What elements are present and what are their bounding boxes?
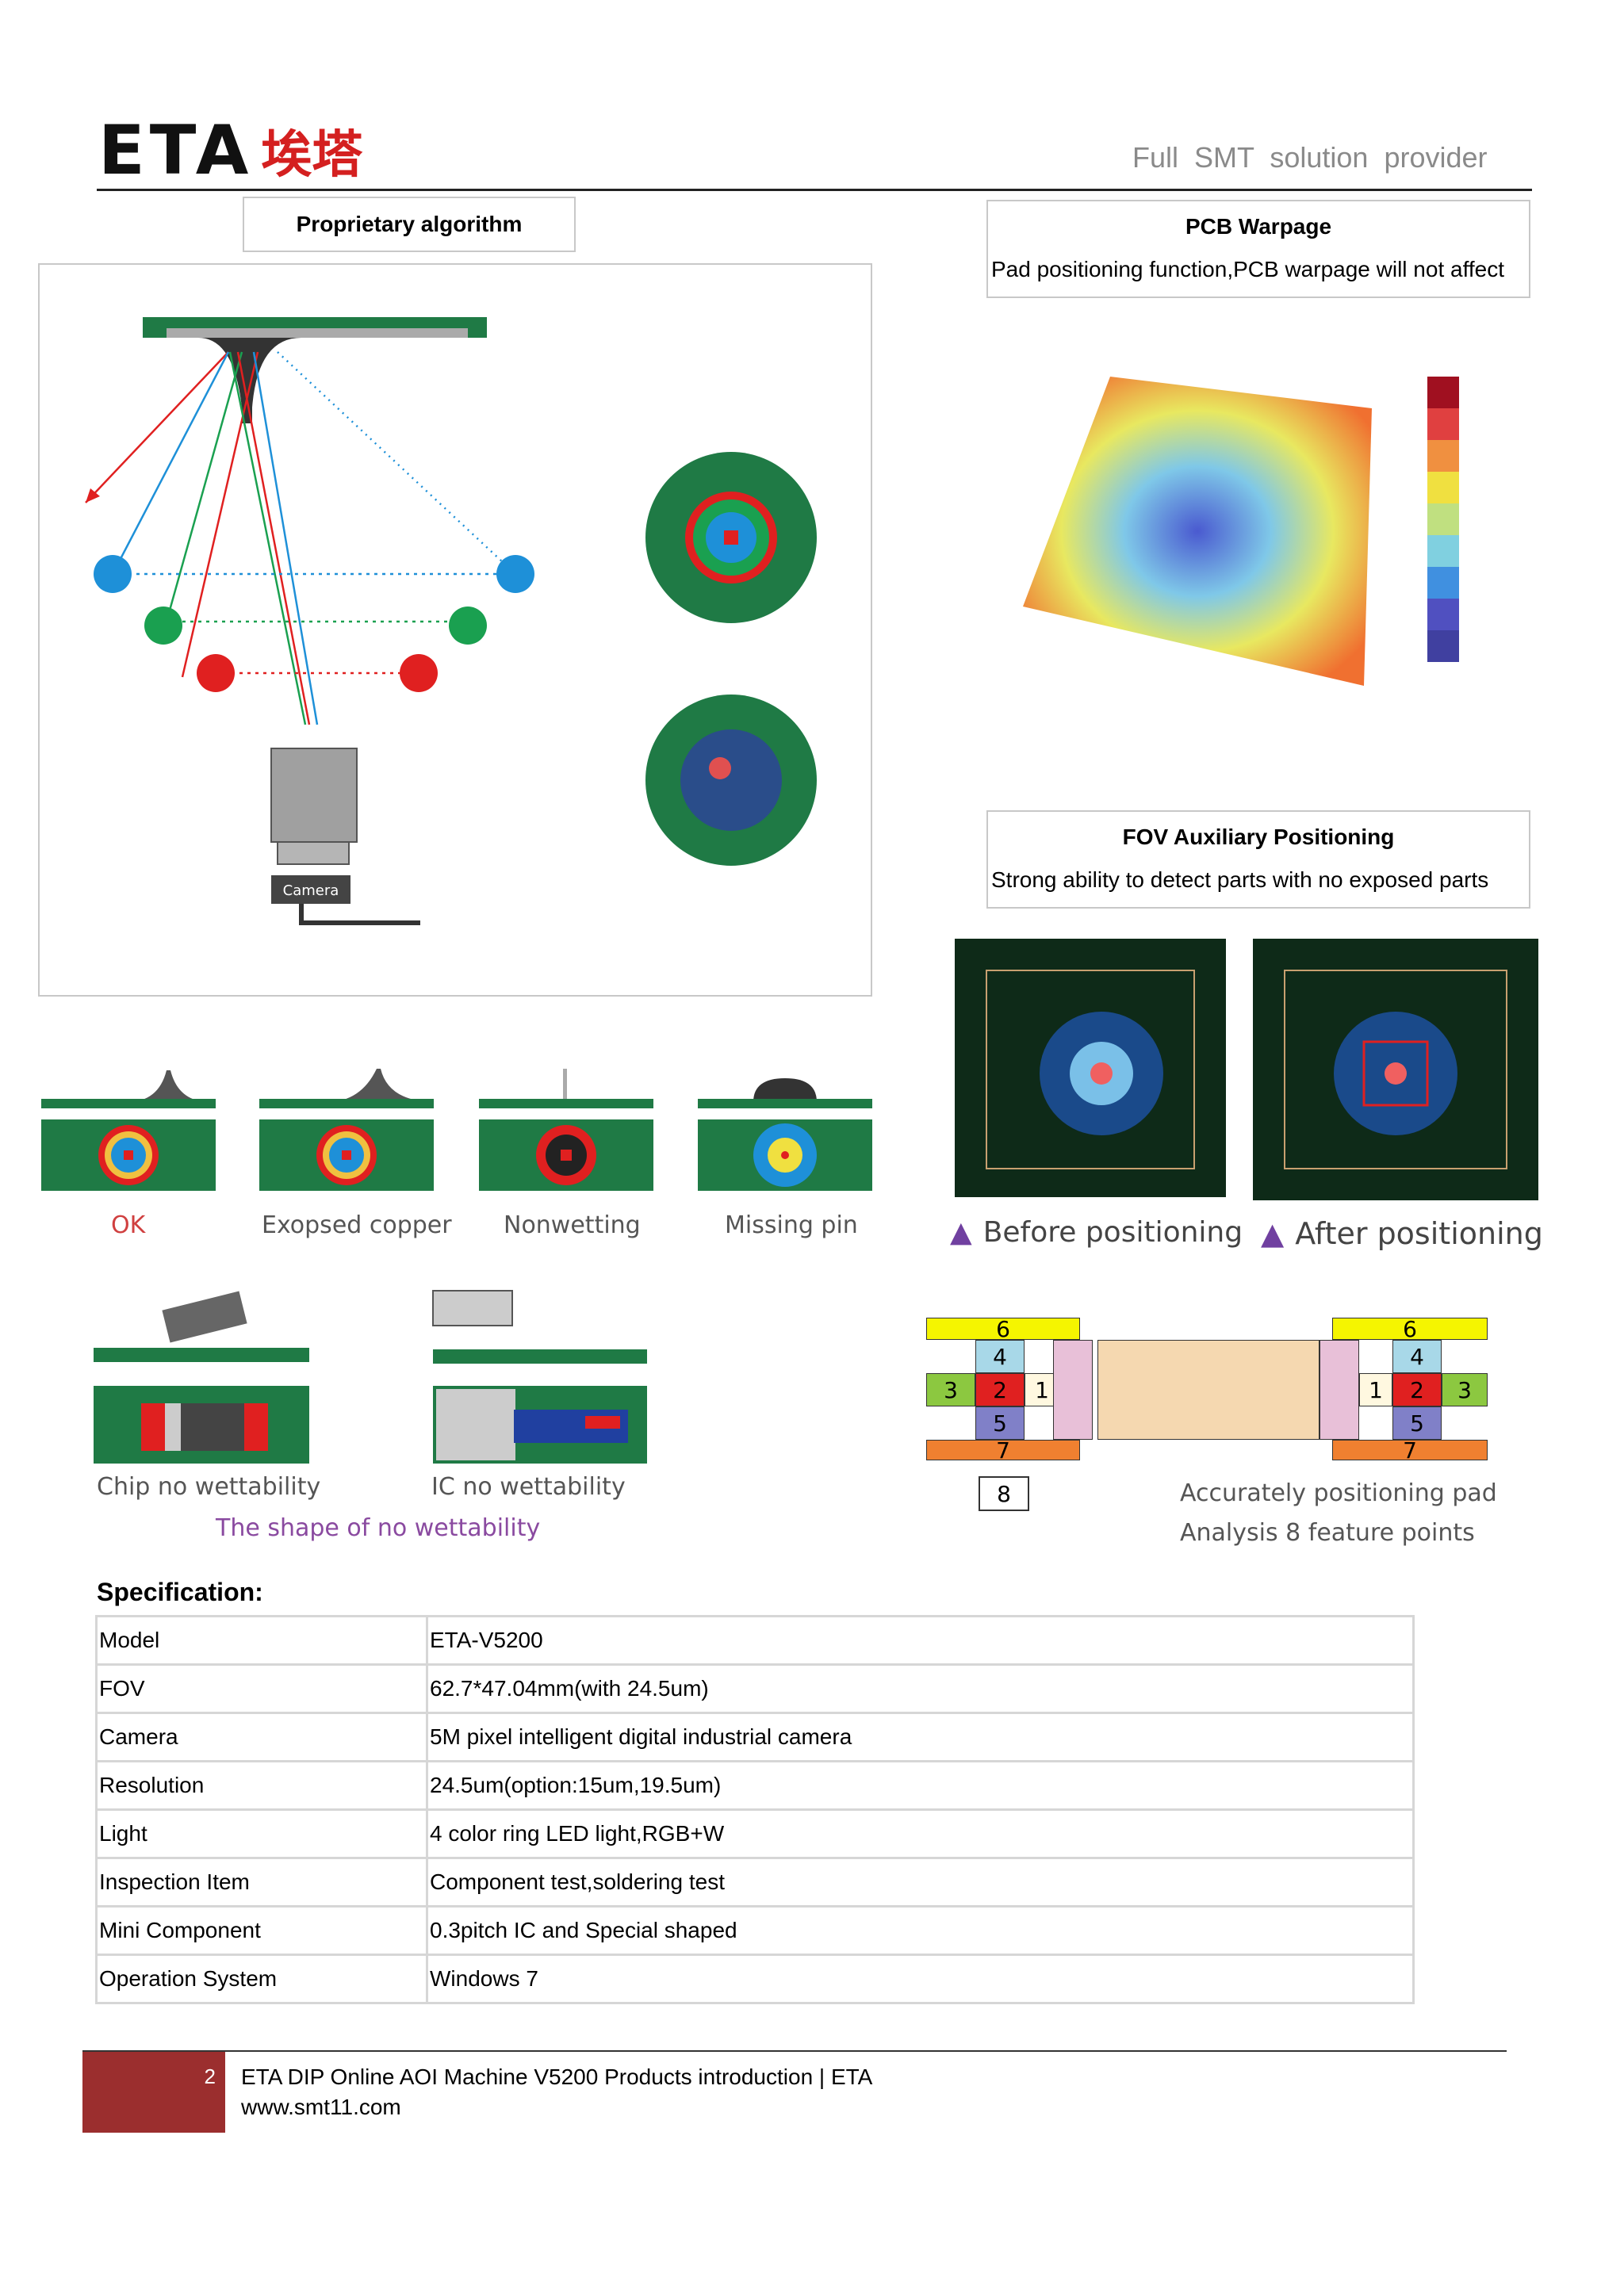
pad-component-body [1097,1340,1320,1440]
pad-right-cell-3: 3 [1442,1373,1488,1406]
camera-lens [277,841,350,865]
arrow-head [86,488,100,503]
case-missing-pin [698,1078,872,1191]
red-led-left [197,654,235,692]
pad-feature-8: 8 [979,1476,1029,1511]
case-label-missing: Missing pin [725,1211,858,1239]
green-led-left [144,607,182,645]
blue-ray-left [111,351,230,575]
case-label-exposed: Exopsed copper [262,1211,452,1239]
footer-page-block: 2 [82,2052,225,2133]
fov-desc: Strong ability to detect parts with no e… [991,867,1489,892]
logo-cjk: 埃塔 [261,126,363,185]
fov-title: FOV Auxiliary Positioning [1122,825,1395,849]
pcb-copper [167,328,468,338]
pad-left-cell-7: 7 [926,1437,1080,1464]
red-ray-down [236,351,311,725]
pad-left-cell-3: 3 [926,1373,975,1406]
pcb-warpage-desc: Pad positioning function,PCB warpage wil… [991,257,1504,281]
algorithm-title: Proprietary algorithm [296,212,523,236]
footer-line-2: www.smt11.com [241,2095,401,2119]
blue-ray-right [277,351,516,575]
solder-cases [40,1054,880,1245]
pad-diagram: 6 4 3 2 1 5 7 6 4 1 2 3 5 7 [926,1316,1489,1464]
reflect-ray [85,351,229,503]
case-nonwetting [479,1069,653,1191]
spec-heading: Specification: [97,1578,263,1606]
footer-line-1: ETA DIP Online AOI Machine V5200 Product… [241,2064,873,2089]
color-scale [1427,377,1459,662]
blue-ray-down [252,351,319,725]
algorithm-title-box: Proprietary algorithm [243,197,576,252]
camera-label: Camera [283,882,339,899]
chip-wettability-label: Chip no wettability [97,1473,321,1501]
footer-rule [82,2050,1507,2052]
fov-before-image [955,939,1226,1197]
green-led-right [449,607,487,645]
pad-right-lead [1320,1340,1359,1440]
logo: ETA 埃塔 [98,111,362,190]
wettability-shape-label: The shape of no wettability [216,1514,541,1542]
ic-wettability-label: IC no wettability [431,1473,626,1501]
blue-led-right [496,555,534,593]
header-rule [97,189,1532,191]
pad-caption-2: Analysis 8 feature points [1180,1519,1475,1547]
pad-left-lead [1053,1340,1093,1440]
green-ray-left [165,351,243,622]
pad-caption-1: Accurately positioning pad [1180,1479,1497,1507]
pcb-warpage-title: PCB Warpage [1185,214,1332,239]
tagline: Full SMT solution provider [1132,141,1488,174]
green-ray-down [228,351,307,725]
light-path-diagram: Camera [85,317,817,925]
pad-right-cell-4: 4 [1392,1340,1442,1373]
logo-latin: ETA [98,111,254,190]
red-led-right [400,654,438,692]
before-caption: ▲ Before positioning [950,1216,1243,1249]
pad-left-cell-6: 6 [926,1316,1080,1342]
pad-left-cell-4: 4 [975,1340,1025,1373]
wettability-diagrams [94,1284,649,1467]
after-caption: ▲ After positioning [1261,1216,1543,1251]
page-number: 2 [204,2064,216,2088]
warpage-surface [1023,377,1372,686]
triangle-icon: ▲ [1261,1216,1285,1251]
case-exposed-copper [259,1069,436,1191]
warpage-heatmap [1007,361,1499,694]
pad-right-cell-1: 1 [1359,1373,1392,1406]
solder-joint [198,338,301,423]
camera-base [271,875,350,904]
case-label-nonwetting: Nonwetting [504,1211,641,1239]
camera-cable [299,904,420,925]
pad-left-cell-5: 5 [975,1406,1025,1440]
blue-led-left [94,555,132,593]
pad-right-cell-5: 5 [1392,1406,1442,1440]
ic-diagram [432,1290,647,1464]
case-ok [41,1070,216,1191]
pad-right-cell-7: 7 [1332,1437,1488,1464]
camera-body [270,748,358,843]
red-ray-left [181,351,259,678]
algorithm-diagram: Camera [38,263,872,997]
pad-left-cell-2: 2 [975,1373,1025,1406]
fov-box: FOV Auxiliary Positioning Strong ability… [986,810,1530,909]
chip-diagram [94,1291,309,1464]
fov-after-image [1253,939,1538,1200]
pad-right-cell-6: 6 [1332,1316,1488,1342]
pcb-warpage-box: PCB Warpage Pad positioning function,PCB… [986,200,1530,298]
triangle-icon: ▲ [950,1216,972,1249]
pad-right-cell-2: 2 [1392,1373,1442,1406]
case-label-ok: OK [111,1211,146,1239]
